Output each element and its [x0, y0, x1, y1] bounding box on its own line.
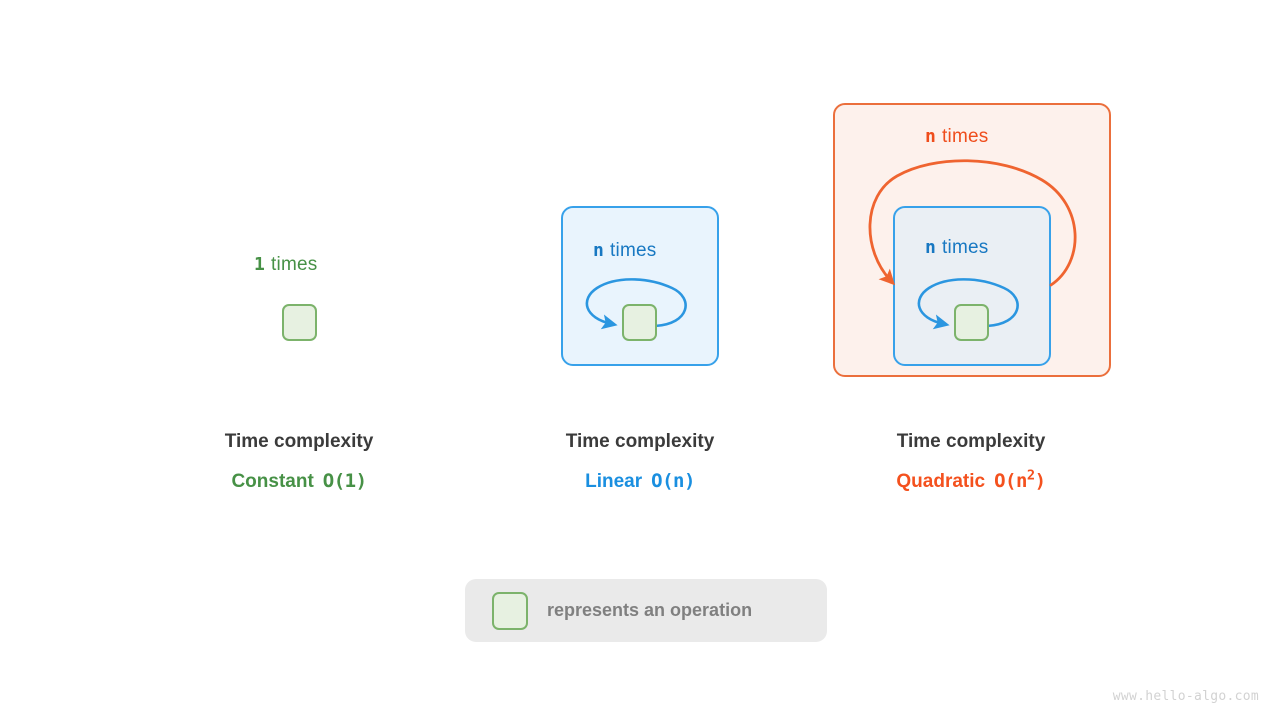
complexity-value-linear: Linear O(n): [566, 470, 715, 492]
complexity-value-constant: Constant O(1): [225, 470, 374, 492]
constant-loop-count: 1: [254, 254, 266, 275]
operation-box-constant: [282, 304, 317, 341]
quadratic-inner-loop-count: n: [925, 237, 937, 258]
complexity-title-linear: Time complexity: [565, 431, 715, 452]
complexity-bigo-quadratic: O(n2): [994, 467, 1046, 492]
complexity-bigo-quadratic-base: O(n: [994, 470, 1027, 492]
quadratic-inner-loop-box: [893, 206, 1051, 366]
quadratic-inner-loop-unit: times: [942, 237, 989, 258]
complexity-title-constant: Time complexity: [224, 431, 374, 452]
constant-loop-unit: times: [271, 254, 318, 275]
complexity-bigo-quadratic-exponent: 2: [1026, 467, 1035, 484]
operation-box-linear: [622, 304, 657, 341]
legend-operation-swatch: [492, 591, 528, 630]
complexity-block-linear: Time complexity Linear O(n): [566, 432, 715, 491]
legend-label: represents an operation: [547, 600, 753, 620]
quadratic-outer-loop-count: n: [925, 126, 937, 147]
watermark: www.hello-algo.com: [1112, 689, 1259, 704]
complexity-name-quadratic: Quadratic: [896, 471, 986, 492]
linear-loop-box: [561, 206, 719, 366]
complexity-bigo-constant: O(1): [322, 470, 367, 492]
quadratic-outer-loop-unit: times: [942, 126, 989, 147]
complexity-bigo-linear: O(n): [651, 470, 695, 492]
complexity-block-constant: Time complexity Constant O(1): [225, 432, 374, 491]
complexity-bigo-quadratic-suffix: ): [1034, 470, 1046, 492]
complexity-name-constant: Constant: [231, 471, 314, 492]
linear-loop-unit: times: [610, 240, 657, 261]
complexity-title-quadratic: Time complexity: [896, 431, 1046, 452]
complexity-value-quadratic: Quadratic O(n2): [896, 467, 1046, 492]
complexity-name-linear: Linear: [585, 471, 643, 492]
operation-box-quadratic: [954, 304, 989, 341]
complexity-block-quadratic: Time complexity Quadratic O(n2): [896, 431, 1046, 492]
legend: represents an operation: [465, 579, 827, 642]
linear-loop-count: n: [593, 240, 605, 261]
